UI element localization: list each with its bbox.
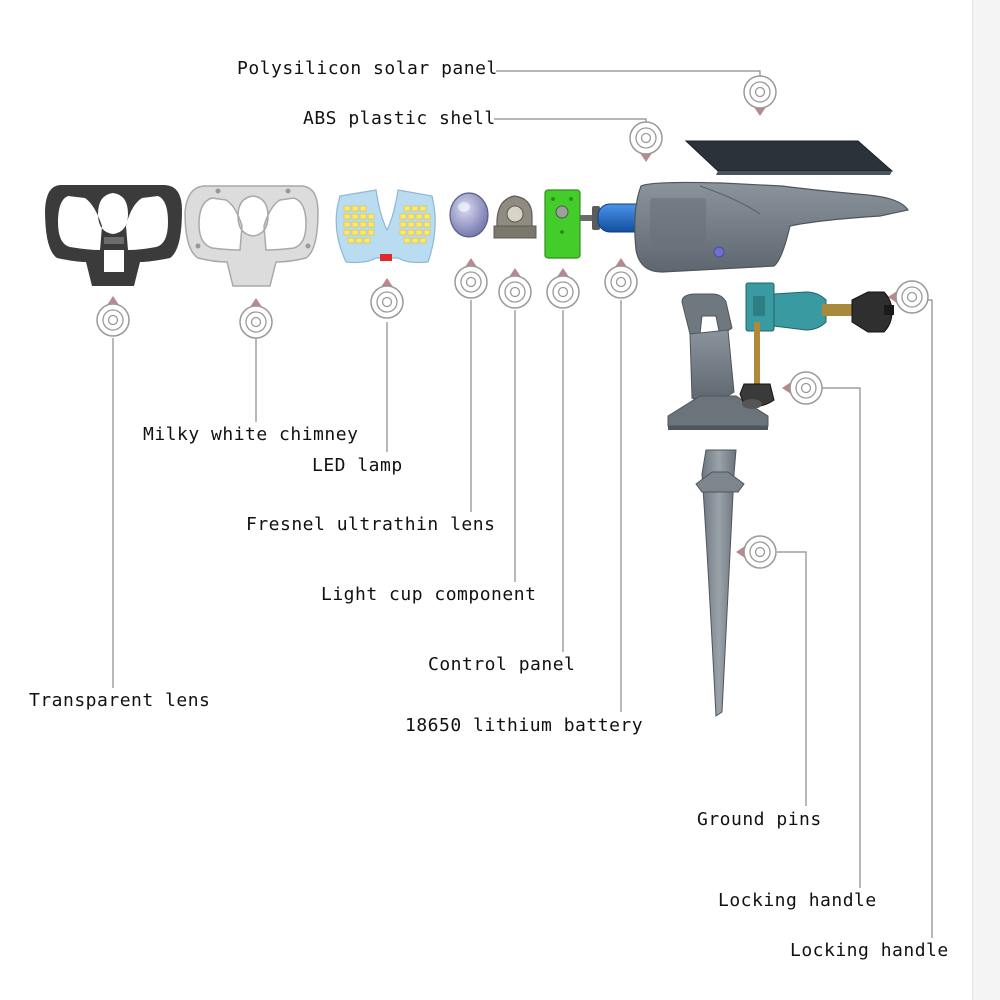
ground-pins-part <box>695 449 745 717</box>
transparent-lens-part <box>45 185 182 286</box>
label-locking-handle-1: Locking handle <box>718 890 877 911</box>
label-solar-panel: Polysilicon solar panel <box>237 58 498 79</box>
location-pin-icon <box>96 296 130 337</box>
label-battery: 18650 lithium battery <box>405 715 644 736</box>
locking-handle-part-upper <box>745 282 894 333</box>
location-pin-icon <box>604 258 638 299</box>
label-ground-pins: Ground pins <box>697 809 822 830</box>
label-abs-shell: ABS plastic shell <box>303 108 496 129</box>
light-cup-part <box>493 195 537 239</box>
location-pin-icon <box>454 258 488 299</box>
leader-ground-pins <box>777 551 807 806</box>
control-panel-part <box>544 189 581 259</box>
label-milky-chimney: Milky white chimney <box>143 424 359 445</box>
label-light-cup: Light cup component <box>321 584 537 605</box>
milky-chimney-part <box>184 185 319 287</box>
scrollbar-track <box>972 0 1000 1000</box>
leader-locking-handle-2 <box>928 299 933 938</box>
label-transparent-lens: Transparent lens <box>29 690 211 711</box>
led-lamp-part <box>335 189 436 264</box>
label-control-panel: Control panel <box>428 654 576 675</box>
location-pin-icon <box>888 280 929 314</box>
location-pin-icon <box>743 75 777 116</box>
location-pin-icon <box>782 371 823 405</box>
label-locking-handle-2: Locking handle <box>790 940 949 961</box>
location-pin-icon <box>239 298 273 339</box>
fresnel-lens-part <box>449 192 489 238</box>
location-pin-icon <box>629 121 663 162</box>
location-pin-icon <box>370 278 404 319</box>
abs-shell-part <box>634 181 909 273</box>
solar-panel-part <box>684 140 894 175</box>
location-pin-icon <box>498 268 532 309</box>
label-fresnel-lens: Fresnel ultrathin lens <box>246 514 496 535</box>
locking-handle-part-lower <box>739 322 775 409</box>
location-pin-icon <box>736 535 777 569</box>
label-led-lamp: LED lamp <box>312 455 403 476</box>
leader-locking-handle-1 <box>822 387 861 888</box>
leader-solar-panel <box>496 70 761 76</box>
location-pins <box>96 75 929 569</box>
leader-abs-shell <box>494 118 647 124</box>
location-pin-icon <box>546 268 580 309</box>
